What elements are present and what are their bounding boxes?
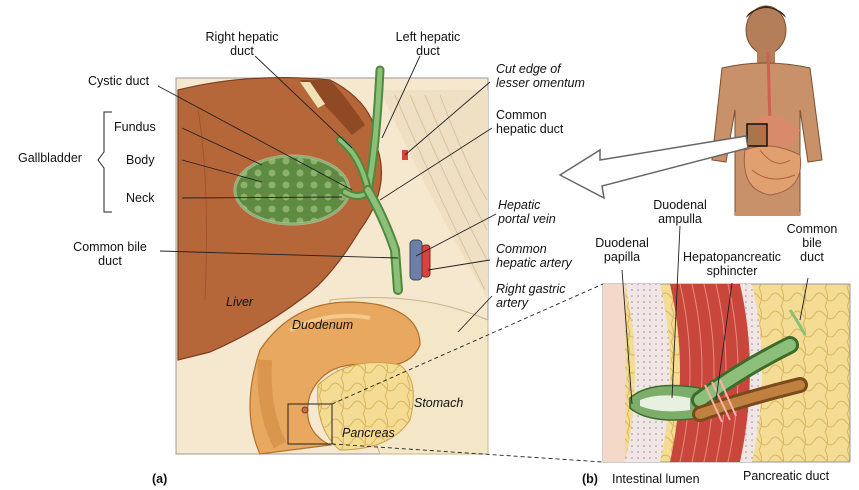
panel-b xyxy=(603,284,850,462)
label-duodenum: Duodenum xyxy=(292,318,353,332)
label-pancreas: Pancreas xyxy=(342,426,395,440)
label-panel-b: (b) xyxy=(582,472,598,486)
label-body: Body xyxy=(126,153,155,167)
label-gallbladder: Gallbladder xyxy=(18,151,82,165)
location-box xyxy=(747,124,767,146)
label-liver: Liver xyxy=(226,295,253,309)
gallbladder-bracket xyxy=(98,112,112,212)
pointer-arrow xyxy=(560,136,748,198)
label-panel-a: (a) xyxy=(152,472,167,486)
label-stomach: Stomach xyxy=(414,396,463,410)
label-neck: Neck xyxy=(126,191,154,205)
label-cystic-duct: Cystic duct xyxy=(88,74,149,88)
human-figure xyxy=(712,6,822,216)
label-intestinal-lumen: Intestinal lumen xyxy=(612,472,700,486)
label-fundus: Fundus xyxy=(114,120,156,134)
label-pancreatic-duct: Pancreatic duct xyxy=(743,469,829,483)
